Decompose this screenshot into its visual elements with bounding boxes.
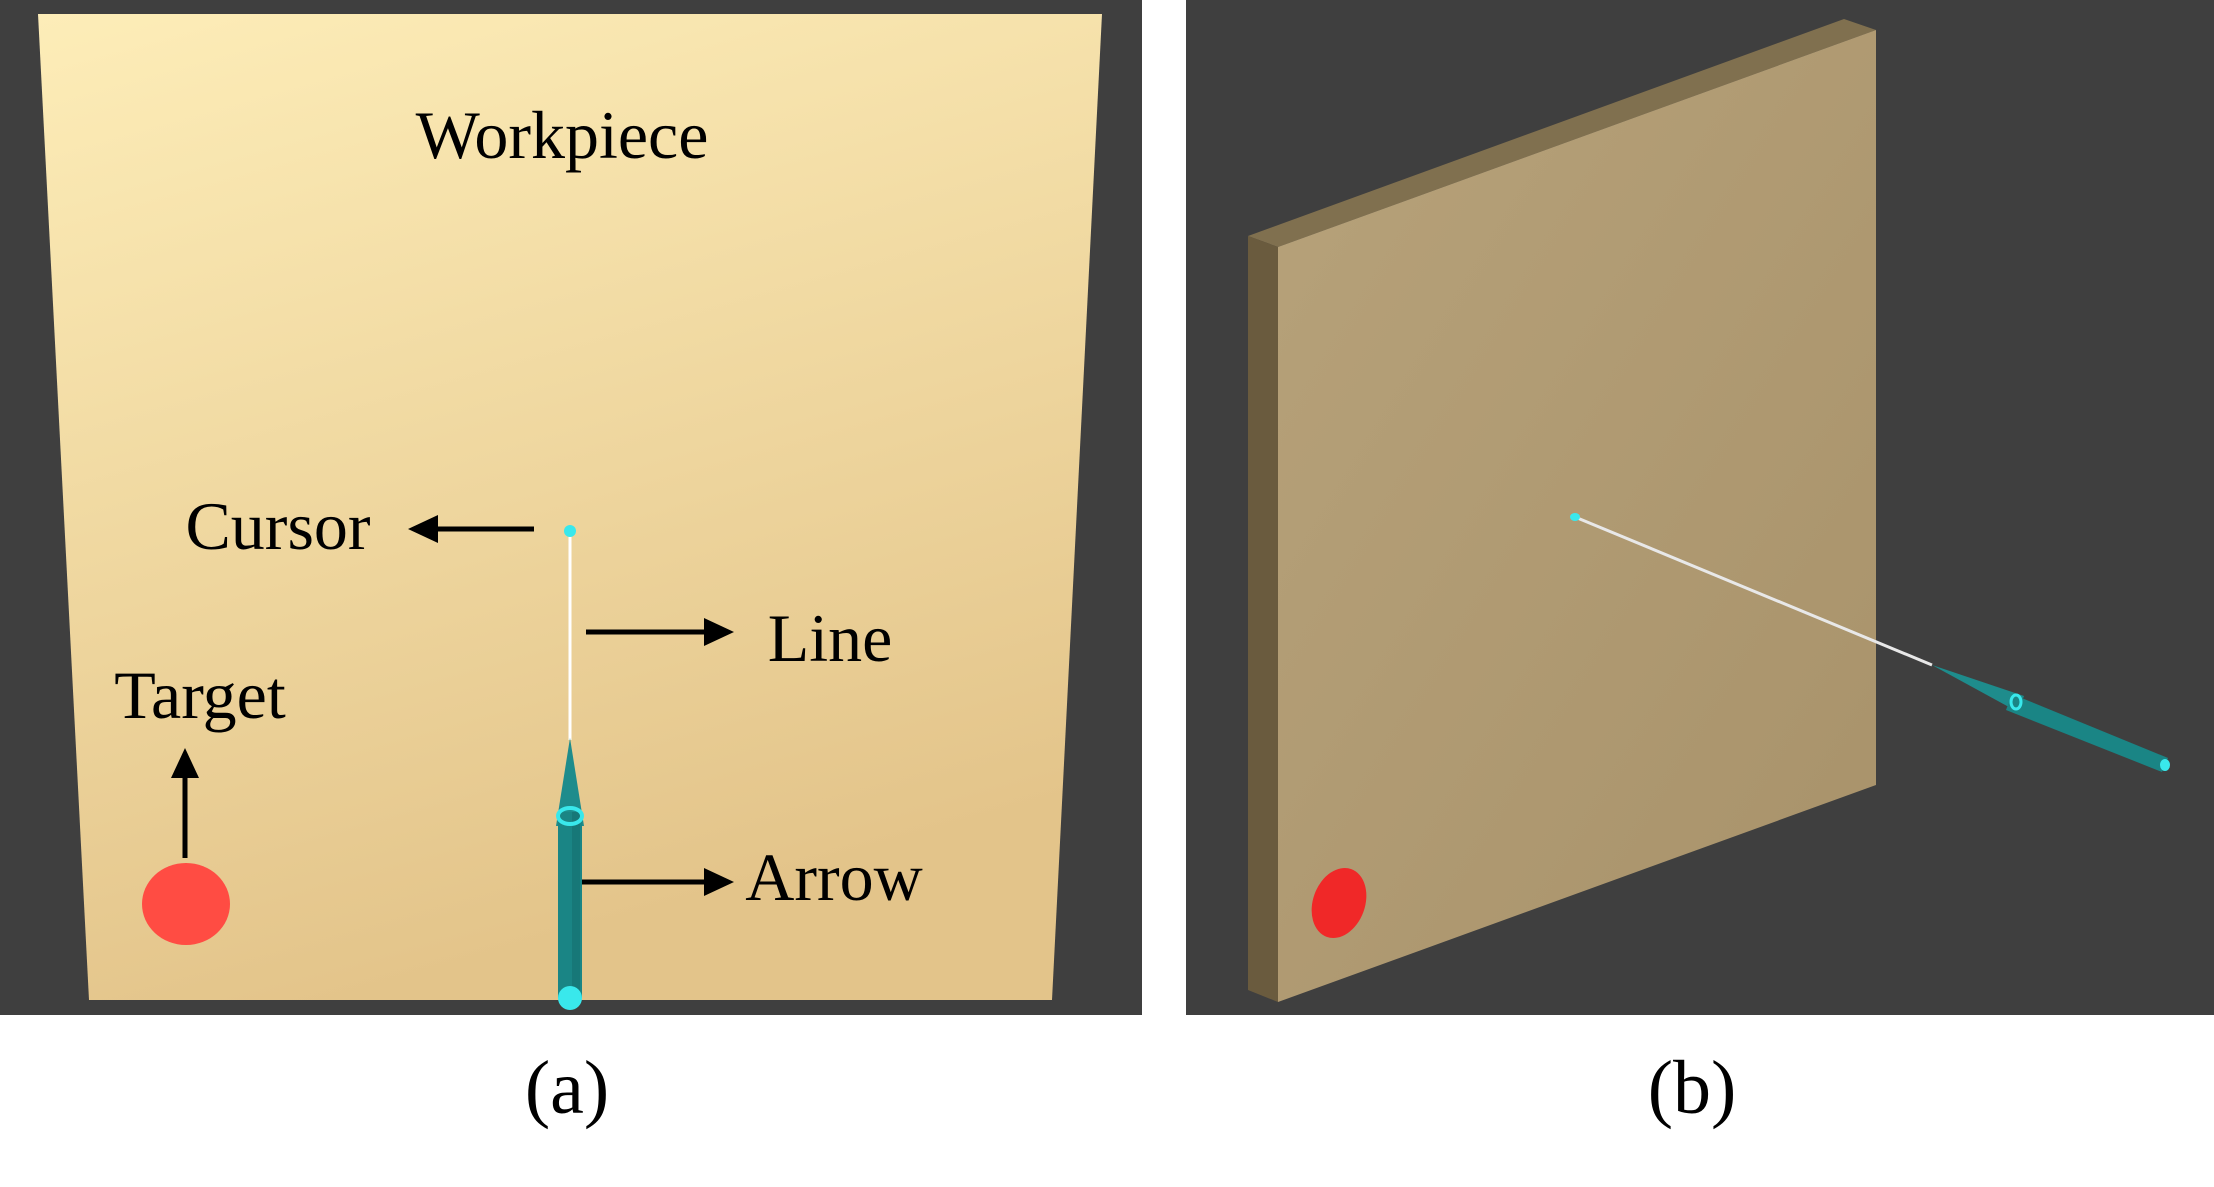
- target-label: Target: [114, 657, 286, 733]
- workpiece-label: Workpiece: [416, 97, 709, 173]
- panel-b-caption: (b): [1648, 1046, 1737, 1130]
- board-side-face: [1248, 236, 1278, 1002]
- panel-a: Workpiece Cursor Line Target Arrow: [0, 0, 1142, 1015]
- pointing-arrow-base: [558, 986, 582, 1010]
- arrow-pointer-arrow: [582, 868, 734, 896]
- cursor-pointer-arrow: [408, 515, 534, 543]
- pointing-arrow-ring: [556, 806, 584, 826]
- target-disc: [142, 863, 230, 945]
- pointing-arrow-3d-shaft: [2006, 694, 2168, 772]
- pointing-arrow-3d-ring: [2009, 693, 2023, 711]
- panel-a-caption: (a): [525, 1046, 609, 1130]
- ray-line-3d: [1574, 515, 1933, 667]
- panel-b: [1186, 0, 2214, 1015]
- pointing-arrow-head: [556, 738, 584, 826]
- target-disc-3d: [1311, 868, 1367, 938]
- line-pointer-arrow: [586, 618, 734, 646]
- pointing-arrow-3d-head: [1932, 665, 2024, 712]
- cursor-dot-3d: [1570, 513, 1580, 521]
- workpiece-surface: [38, 14, 1102, 1000]
- board-top-face: [1248, 19, 1876, 247]
- target-pointer-arrow: [171, 748, 199, 858]
- pointing-arrow: [556, 738, 584, 1010]
- pointing-arrow-3d-base: [2160, 759, 2170, 771]
- cursor-dot: [564, 525, 576, 537]
- arrow-label: Arrow: [745, 839, 923, 915]
- pointing-arrow-3d: [1932, 665, 2170, 772]
- line-label: Line: [768, 600, 893, 676]
- cursor-label: Cursor: [185, 488, 370, 564]
